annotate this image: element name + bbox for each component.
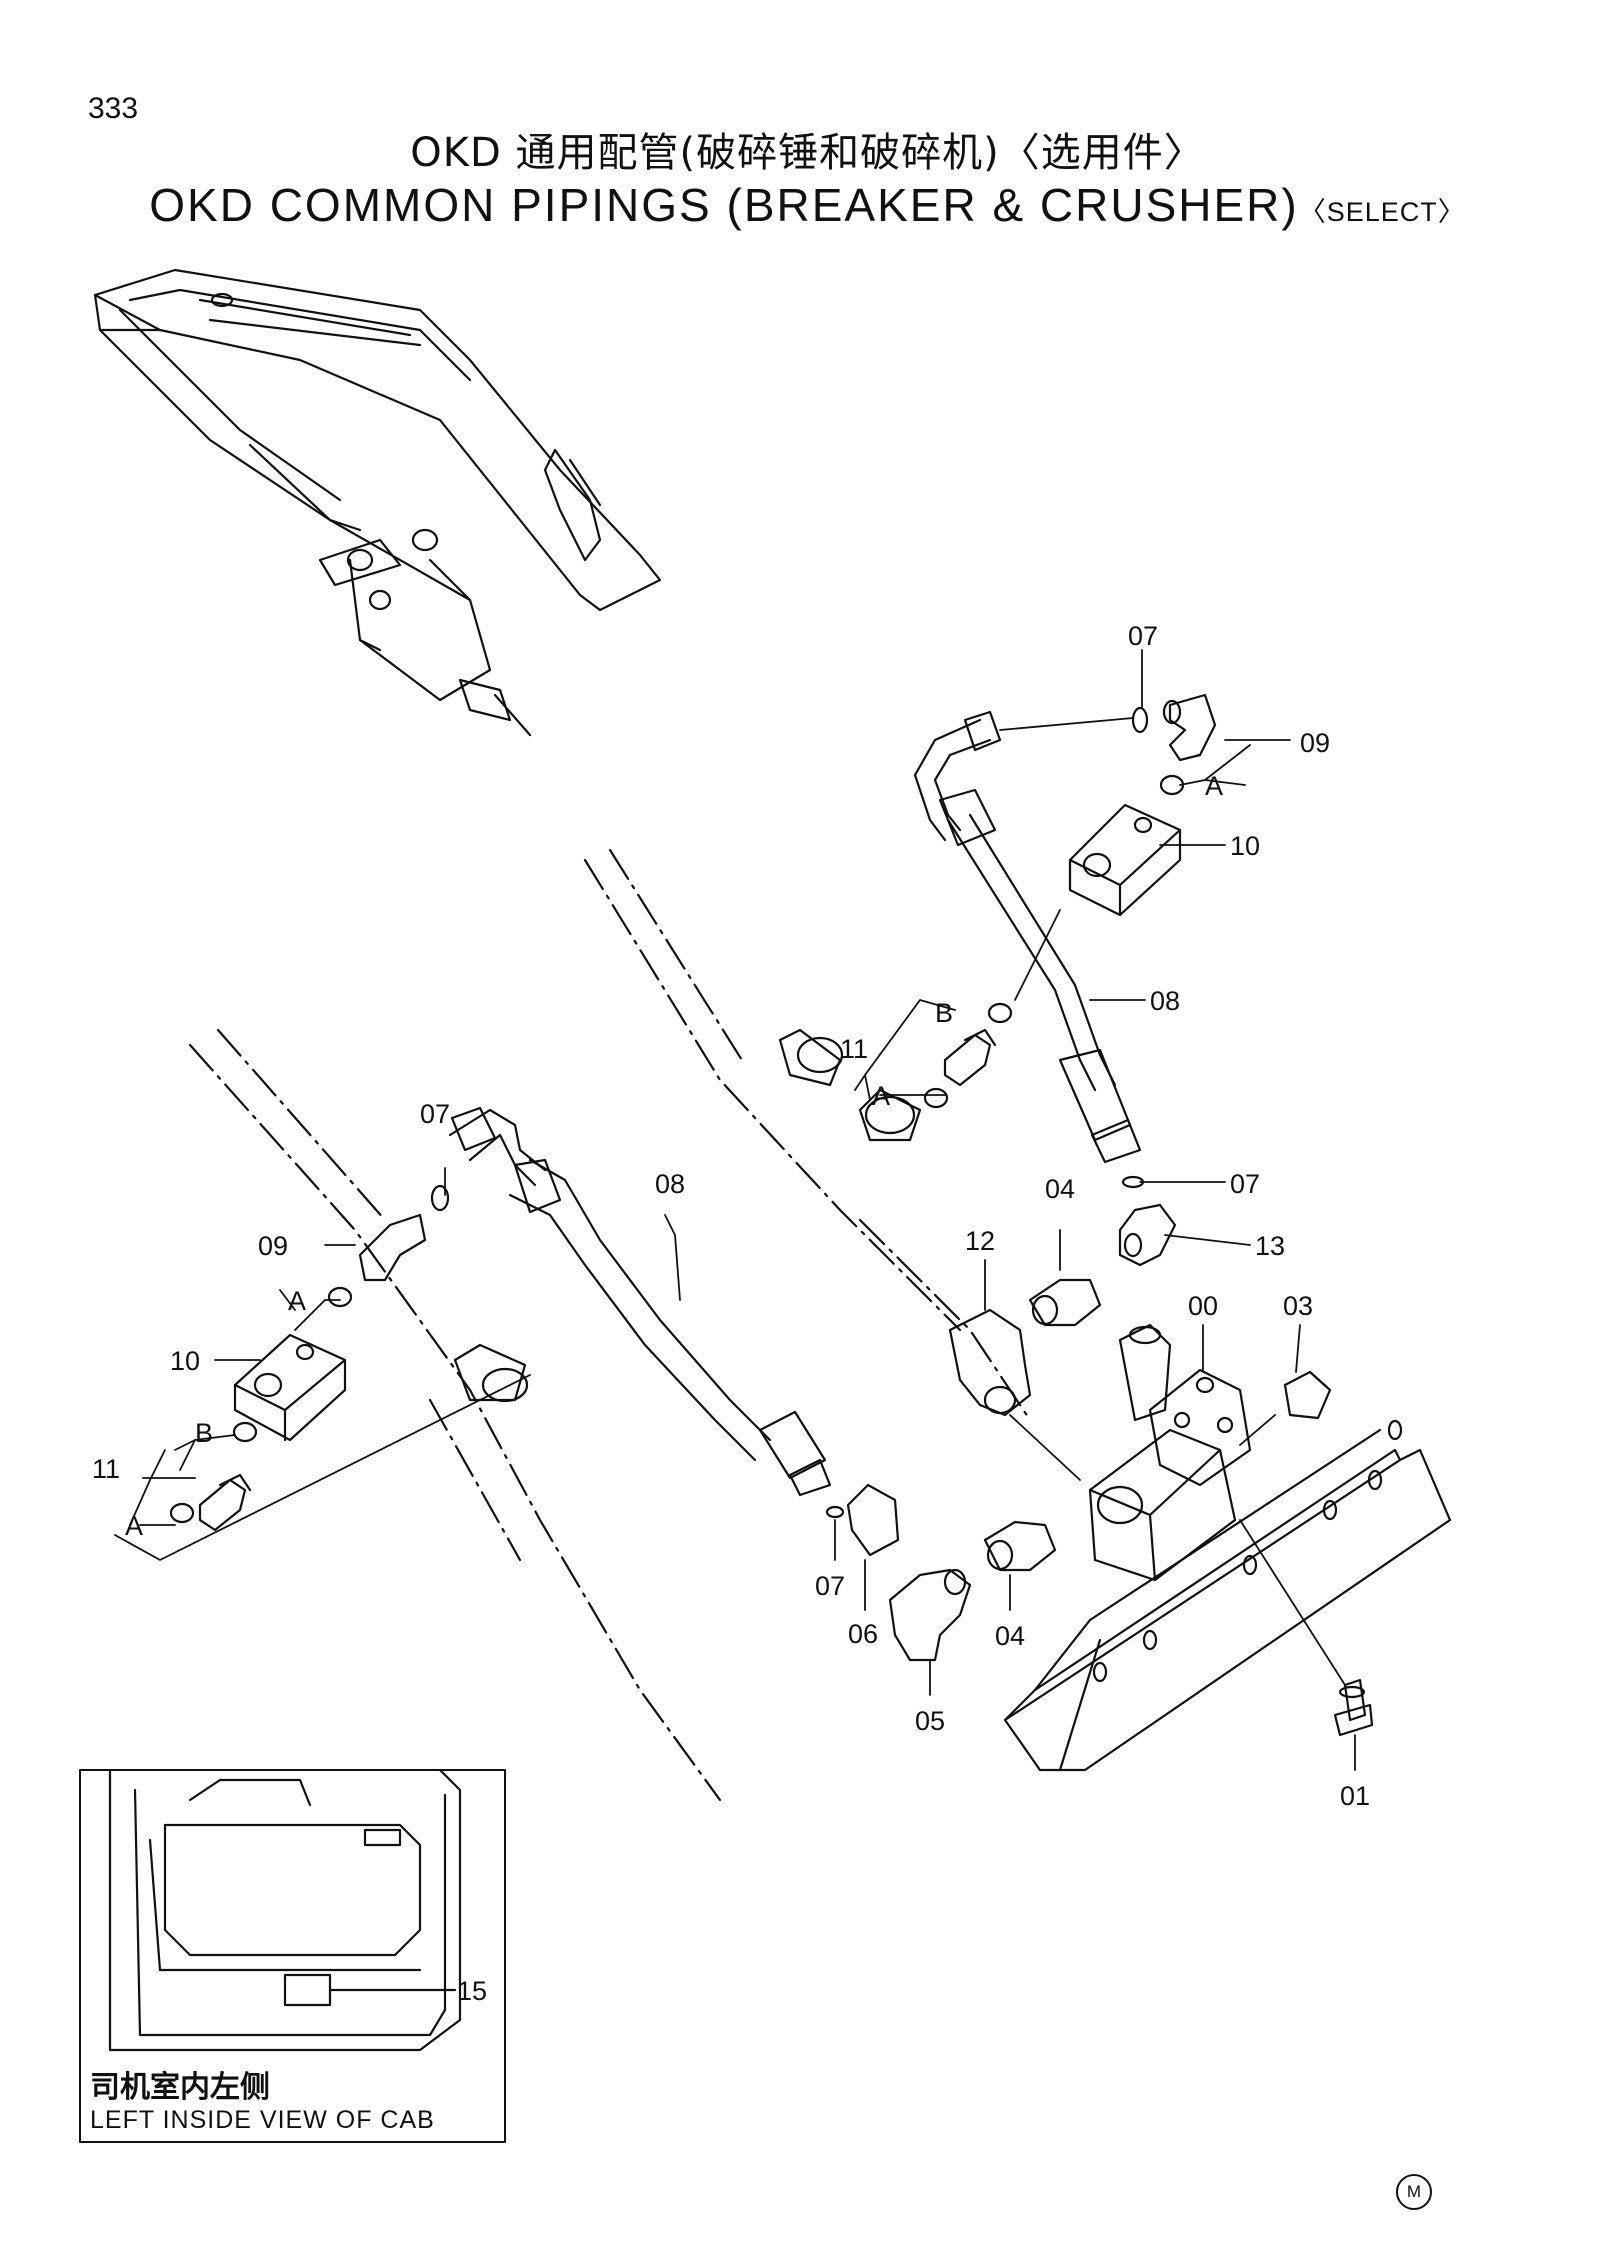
label-07-right: 07 (1230, 1169, 1260, 1199)
label-03: 03 (1283, 1291, 1313, 1321)
label-05: 05 (915, 1706, 945, 1736)
title-chinese: OKD 通用配管(破碎锤和破碎机)〈选用件〉 (410, 130, 1205, 176)
label-07-bottom: 07 (815, 1571, 845, 1601)
label-00: 00 (1188, 1291, 1218, 1321)
label-b-mid: B (935, 998, 953, 1028)
arm-outline-lines (188, 848, 1032, 1802)
title-english-main: OKD COMMON PIPINGS (BREAKER & CRUSHER) (149, 179, 1299, 231)
label-04-bottom: 04 (995, 1621, 1025, 1651)
leader-lines (114, 649, 1356, 1771)
excavator-boom-sketch (93, 268, 662, 737)
label-11-mid: 11 (840, 1034, 868, 1064)
label-07-top: 07 (1128, 621, 1158, 651)
page-number: 333 (88, 92, 139, 125)
valve-block (1088, 1323, 1252, 1582)
label-07-left: 07 (420, 1099, 450, 1129)
label-10-left: 10 (170, 1346, 200, 1376)
hose-08-right (913, 710, 1142, 1164)
label-09-left: 09 (258, 1231, 288, 1261)
title-select-tag: 〈SELECT〉 (1298, 197, 1466, 227)
inset-caption-chinese: 司机室内左侧 (90, 2070, 270, 2105)
hose-08-left (448, 1106, 832, 1497)
arm-bosses (453, 1028, 922, 1403)
label-a-left-2: A (125, 1511, 143, 1541)
fittings (169, 693, 1332, 1662)
inset-caption-english: LEFT INSIDE VIEW OF CAB (90, 2106, 435, 2134)
label-13: 13 (1255, 1231, 1285, 1261)
label-a-left: A (288, 1286, 306, 1316)
label-01: 01 (1340, 1781, 1370, 1811)
corner-mark: M (1396, 2174, 1432, 2210)
label-08-right: 08 (1150, 986, 1180, 1016)
cab-inset (79, 1768, 506, 2143)
label-15: 15 (457, 1976, 487, 2006)
label-10-top: 10 (1230, 831, 1260, 861)
label-06: 06 (848, 1619, 878, 1649)
label-11-left: 11 (92, 1454, 120, 1484)
label-08-left: 08 (655, 1169, 685, 1199)
title-english: OKD COMMON PIPINGS (BREAKER & CRUSHER)〈S… (0, 178, 1615, 232)
mounting-bracket (1003, 1419, 1452, 1772)
label-a-top: A (1205, 771, 1223, 801)
part-labels: 07 09 A 10 08 B 11 A 07 04 13 12 00 03 0… (92, 621, 1370, 2006)
label-a-mid: A (872, 1081, 890, 1111)
label-b-left: B (195, 1418, 213, 1448)
bolt-01 (1333, 1678, 1374, 1737)
label-09-top: 09 (1300, 728, 1330, 758)
label-04-top: 04 (1045, 1174, 1075, 1204)
label-12: 12 (965, 1226, 995, 1256)
